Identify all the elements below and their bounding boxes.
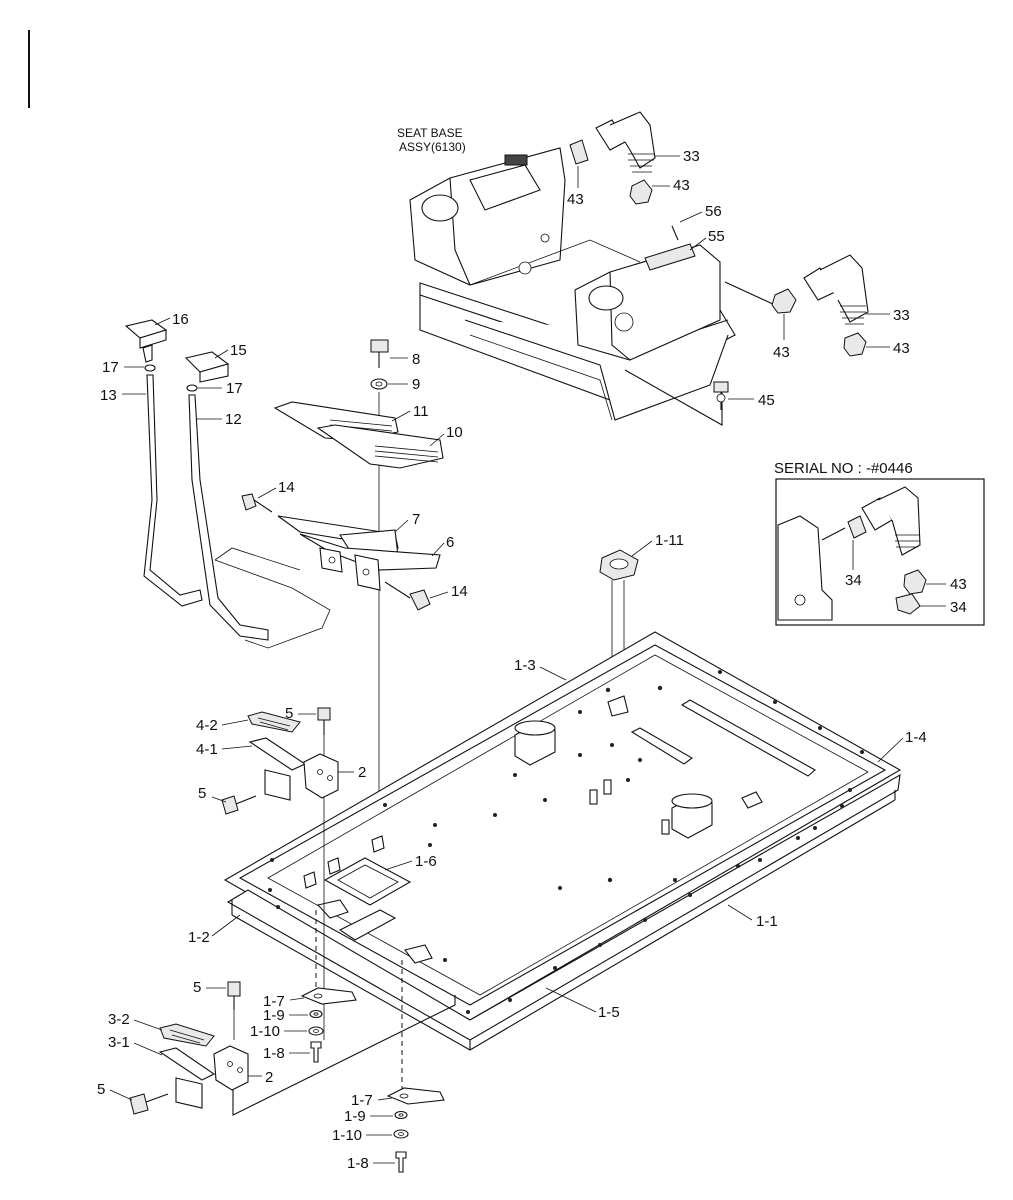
callout-1-9-a: 1-9	[263, 1007, 285, 1024]
callout-1-4: 1-4	[905, 729, 927, 746]
seat-base-label-line2: ASSY(6130)	[399, 140, 466, 154]
callout-15: 15	[230, 342, 247, 359]
footrest-upper: 5 4-2 4-1 2 5	[196, 705, 366, 1040]
callout-13: 13	[100, 387, 117, 404]
callout-33-b: 33	[893, 307, 910, 324]
callout-10: 10	[446, 424, 463, 441]
inset-title: SERIAL NO : -#0446	[774, 460, 913, 477]
callout-2-b: 2	[265, 1069, 273, 1086]
callout-1-2: 1-2	[188, 929, 210, 946]
callout-6: 6	[446, 534, 454, 551]
callout-1-8-a: 1-8	[263, 1045, 285, 1062]
callout-1-6: 1-6	[415, 853, 437, 870]
callout-1-3: 1-3	[514, 657, 536, 674]
callout-33-a: 33	[683, 148, 700, 165]
floor-plate-holes	[268, 670, 864, 1014]
callout-1-11: 1-11	[655, 532, 684, 549]
callout-11: 11	[413, 403, 429, 420]
connector-elbow-top: 43 33 43	[567, 111, 700, 208]
clip-stack-a: 1-7 1-9 1-10 1-8	[250, 910, 357, 1063]
connector-elbow-right: 43 33 43	[724, 254, 910, 361]
callout-5-d: 5	[97, 1081, 105, 1098]
callout-5-c: 5	[193, 979, 201, 996]
callout-16: 16	[172, 311, 189, 328]
callout-1-10-a: 1-10	[250, 1023, 280, 1040]
callout-14-b: 14	[451, 583, 468, 600]
callout-1-10-b: 1-10	[332, 1127, 362, 1144]
callout-1-7-a: 1-7	[263, 993, 285, 1010]
callout-43-b: 43	[673, 177, 690, 194]
callout-1-8-b: 1-8	[347, 1155, 369, 1172]
inset-frame	[775, 478, 985, 626]
callout-56: 56	[705, 203, 722, 220]
callout-1-7-b: 1-7	[351, 1092, 373, 1109]
serial-inset: SERIAL NO : -#0446 34 43 34	[774, 460, 985, 626]
footrest-lower: 5 3-2 3-1 2 5	[97, 979, 273, 1115]
callout-45: 45	[758, 392, 775, 409]
callout-43-d: 43	[893, 340, 910, 357]
callout-43-a: 43	[567, 191, 584, 208]
floor-plate: 1-6 1	[188, 631, 927, 1116]
callout-7: 7	[412, 511, 420, 528]
callout-9: 9	[412, 376, 420, 393]
callout-17-b: 17	[226, 380, 243, 397]
callout-4-1: 4-1	[196, 741, 218, 758]
callout-3-1: 3-1	[108, 1034, 130, 1051]
pedal-assembly: 8 9 11 10 14 7 6	[241, 339, 468, 830]
callout-43-c: 43	[773, 344, 790, 361]
bolt-45: 45	[713, 381, 775, 410]
seat-base-label-line1: SEAT BASE	[397, 126, 463, 140]
callout-5-a: 5	[285, 705, 293, 722]
callout-5-b: 5	[198, 785, 206, 802]
callout-17-a: 17	[102, 359, 119, 376]
callout-3-2: 3-2	[108, 1011, 130, 1028]
pedal-rod-assembly: 16 15 17 17 13 12	[100, 311, 331, 649]
callout-1-5: 1-5	[598, 1004, 620, 1021]
callout-8: 8	[412, 351, 420, 368]
clip-stack-b: 1-7 1-9 1-10 1-8	[332, 960, 445, 1173]
callout-4-2: 4-2	[196, 717, 218, 734]
callout-55: 55	[708, 228, 725, 245]
inset-callout-43: 43	[950, 576, 967, 593]
callout-14-a: 14	[278, 479, 295, 496]
callout-1-9-b: 1-9	[344, 1108, 366, 1125]
inset-callout-34-b: 34	[950, 599, 967, 616]
callout-2-a: 2	[358, 764, 366, 781]
callout-1-1: 1-1	[756, 913, 778, 930]
inset-callout-34-a: 34	[845, 572, 862, 589]
seat-base-assembly: SEAT BASE ASSY(6130) 56 55	[397, 126, 736, 426]
callout-12: 12	[225, 411, 242, 428]
